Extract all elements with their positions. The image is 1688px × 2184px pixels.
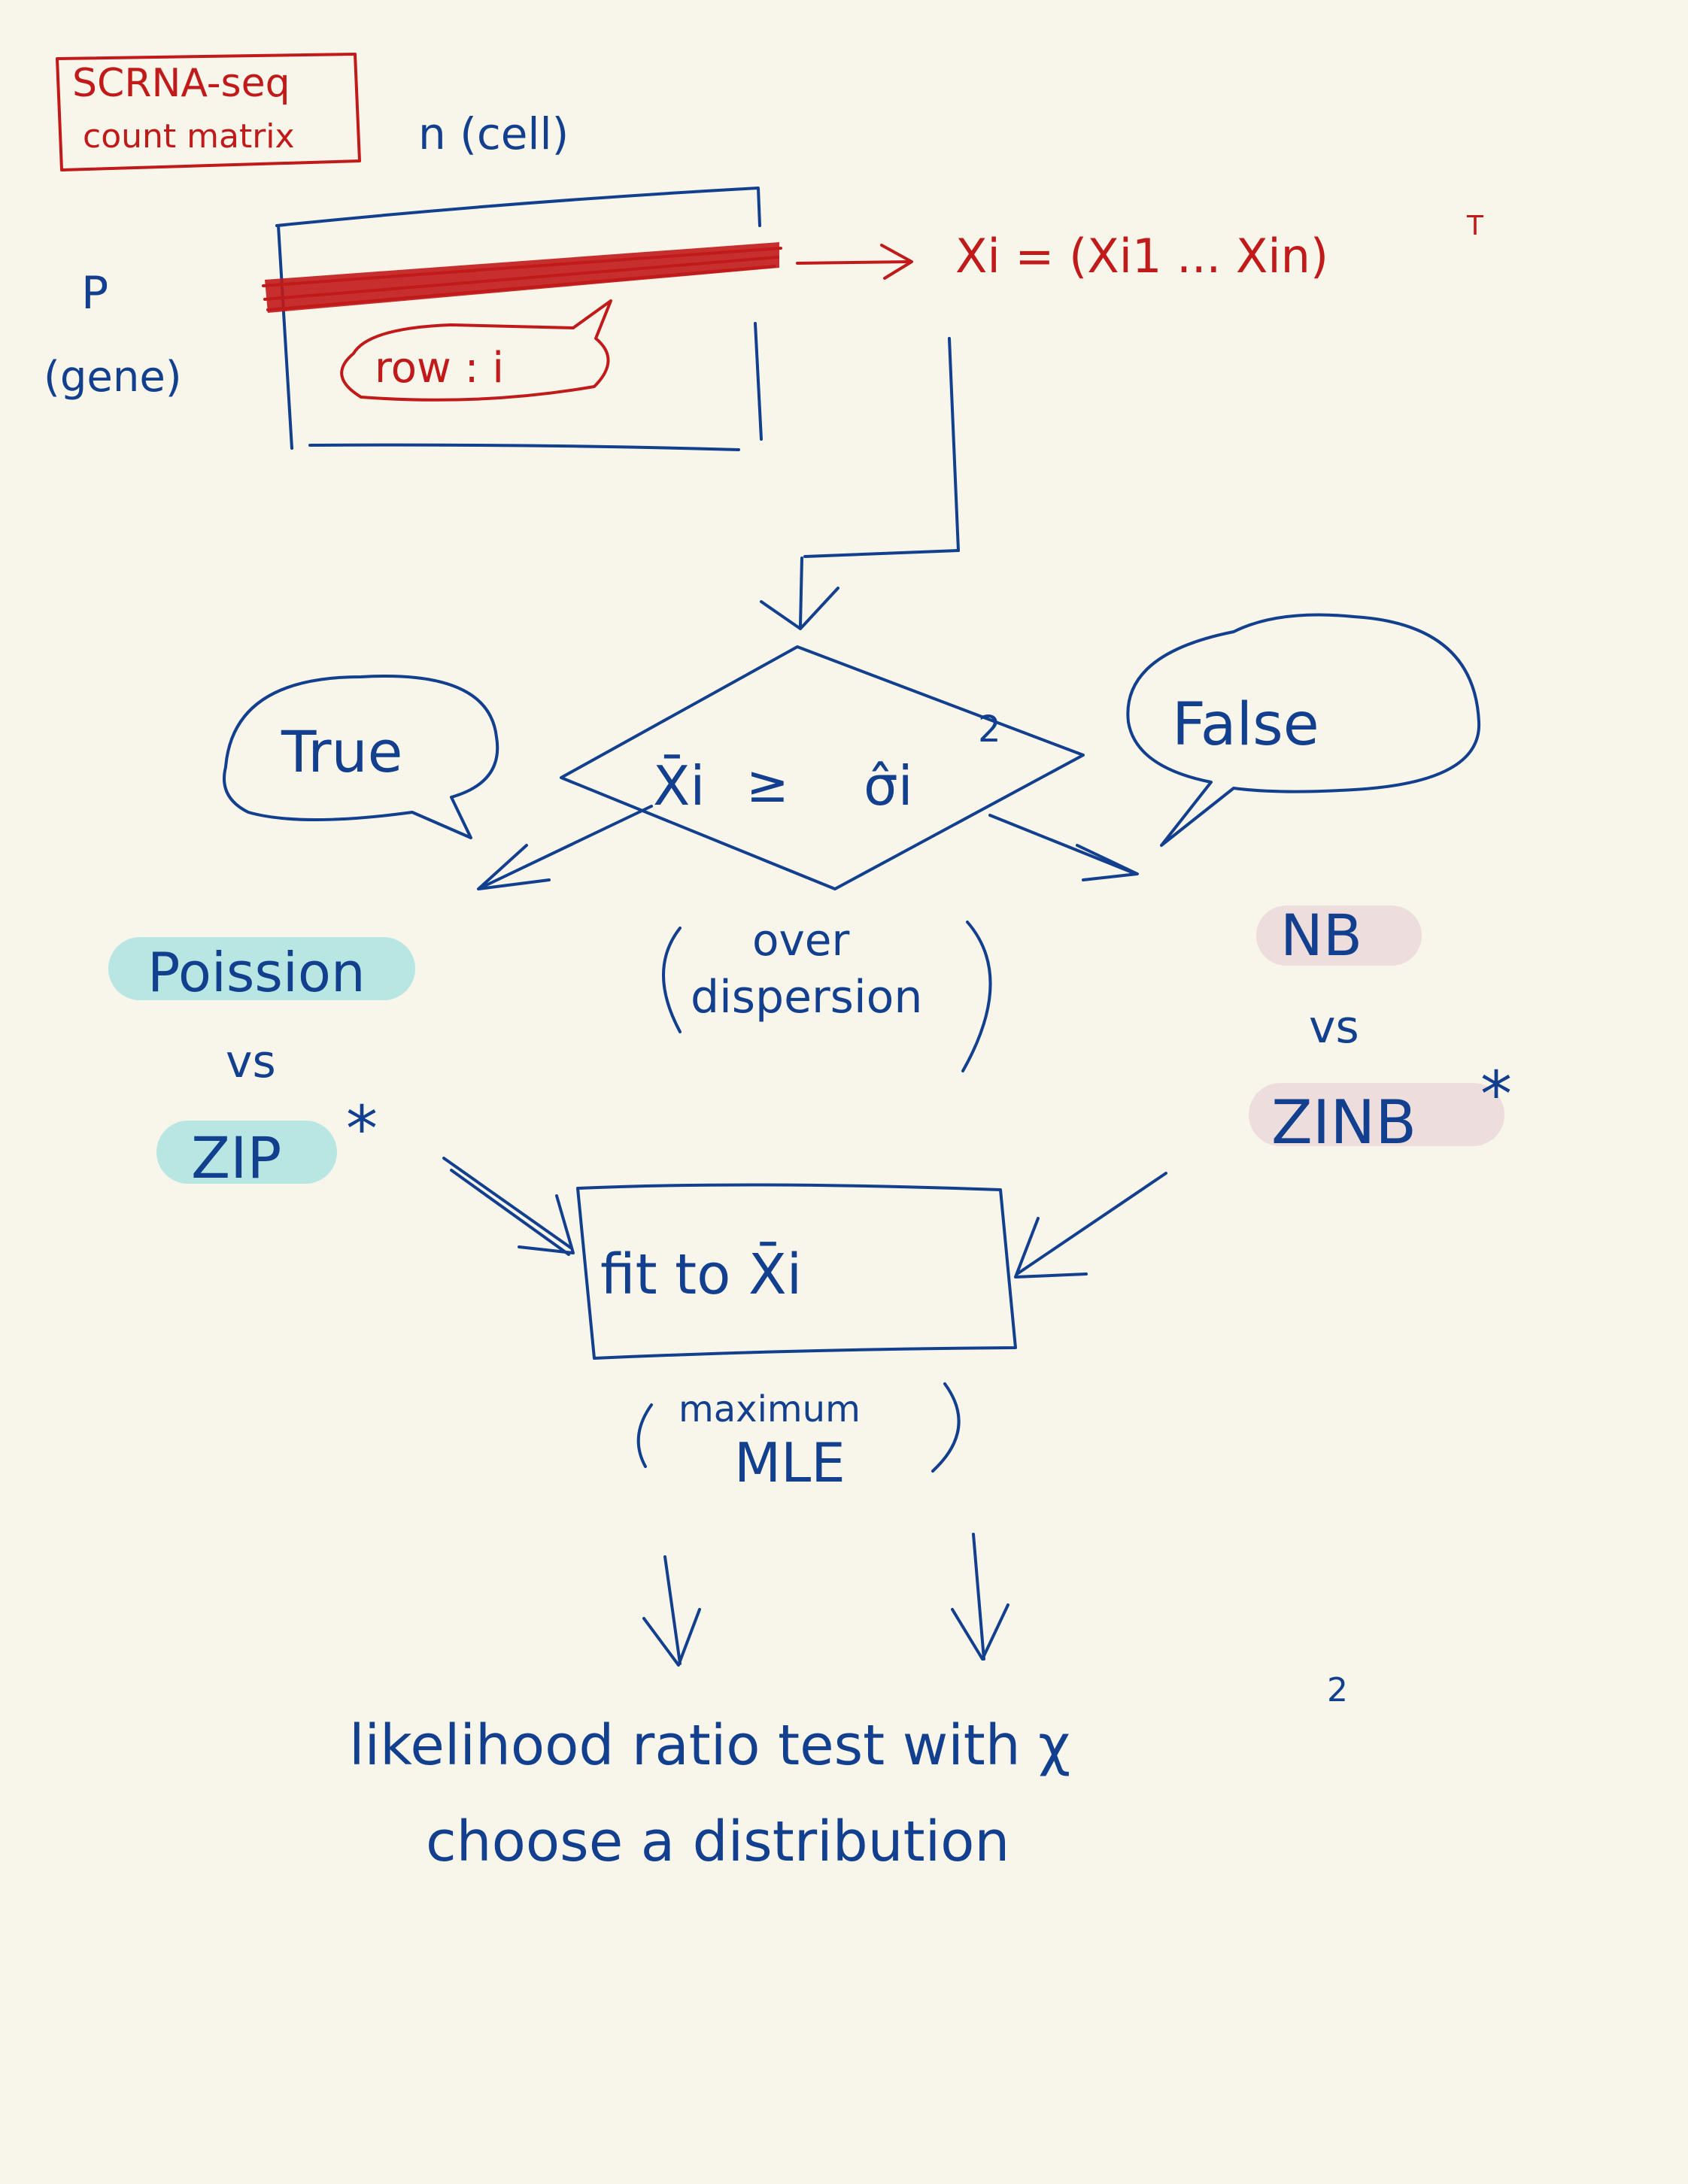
result-line1-sup: 2 — [1327, 1671, 1348, 1709]
vector-text: Xi = (Xi1 ... Xin) — [955, 229, 1328, 284]
title-line2: count matrix — [83, 117, 295, 156]
result-text: likelihood ratio test with χ 2 choose a … — [349, 1671, 1348, 1874]
left-vs: vs — [226, 1036, 276, 1088]
poisson-label: Poission — [147, 941, 366, 1004]
matrix-row-label-p: P — [81, 267, 108, 320]
true-branch-arrow — [477, 805, 653, 890]
highlighted-row — [262, 242, 782, 313]
fit-to-result-arrow-left — [642, 1555, 701, 1667]
count-matrix-box — [275, 187, 763, 451]
overdispersion-note: over dispersion — [662, 915, 992, 1072]
title-line1: SCRNA-seq — [72, 61, 290, 106]
vector-expression: Xi = (Xi1 ... Xin) T — [955, 211, 1484, 284]
condition-right: σ̂i — [864, 754, 913, 817]
flow-arrow-to-decision — [760, 337, 960, 630]
zinb-star: * — [1480, 1057, 1512, 1131]
fit-label: fit to X̄i — [600, 1242, 802, 1307]
decision-diamond: X̄i ≥ σ̂i 2 — [560, 645, 1085, 890]
false-label: False — [1172, 691, 1319, 759]
zip-star: * — [346, 1092, 378, 1166]
result-line2: choose a distribution — [426, 1809, 1009, 1874]
nb-highlight — [1256, 905, 1422, 966]
vector-sup: T — [1466, 211, 1484, 241]
mle-note: maximum MLE — [636, 1382, 961, 1494]
row-callout-text: row : i — [375, 344, 504, 393]
mle-line2: MLE — [734, 1431, 846, 1494]
true-label: True — [281, 718, 402, 785]
zip-label: ZIP — [191, 1124, 281, 1191]
false-bubble: False — [1126, 613, 1481, 847]
fit-to-result-arrow-right — [951, 1533, 1009, 1661]
matrix-row-label-gene: (gene) — [44, 353, 182, 402]
right-vs: vs — [1309, 1001, 1359, 1054]
title-box: SCRNA-seq count matrix — [56, 53, 361, 171]
zinb-label: ZINB — [1271, 1087, 1416, 1157]
condition-left: X̄i — [653, 754, 705, 817]
overdispersion-line1: over — [752, 915, 849, 966]
row-to-vector-arrow — [796, 244, 913, 280]
poisson-highlight — [108, 937, 415, 1000]
condition-op: ≥ — [746, 755, 789, 814]
false-branch-arrow — [988, 814, 1139, 881]
nb-label: NB — [1280, 902, 1362, 969]
true-bubble: True — [223, 675, 499, 839]
right-to-fit-arrow — [1014, 1172, 1167, 1279]
right-model-group: NB vs ZINB * — [1249, 902, 1512, 1157]
result-line1: likelihood ratio test with χ — [349, 1713, 1070, 1778]
fit-box: fit to X̄i — [576, 1183, 1017, 1360]
zip-highlight — [156, 1121, 337, 1184]
left-to-fit-arrow — [442, 1157, 575, 1256]
overdispersion-line2: dispersion — [691, 971, 922, 1024]
left-model-group: Poission vs ZIP * — [108, 937, 415, 1191]
row-callout: row : i — [340, 299, 612, 402]
zinb-highlight — [1249, 1083, 1504, 1146]
mle-line1: maximum — [679, 1388, 861, 1430]
condition-sup: 2 — [978, 708, 1001, 751]
matrix-col-label: n (cell) — [418, 108, 569, 159]
